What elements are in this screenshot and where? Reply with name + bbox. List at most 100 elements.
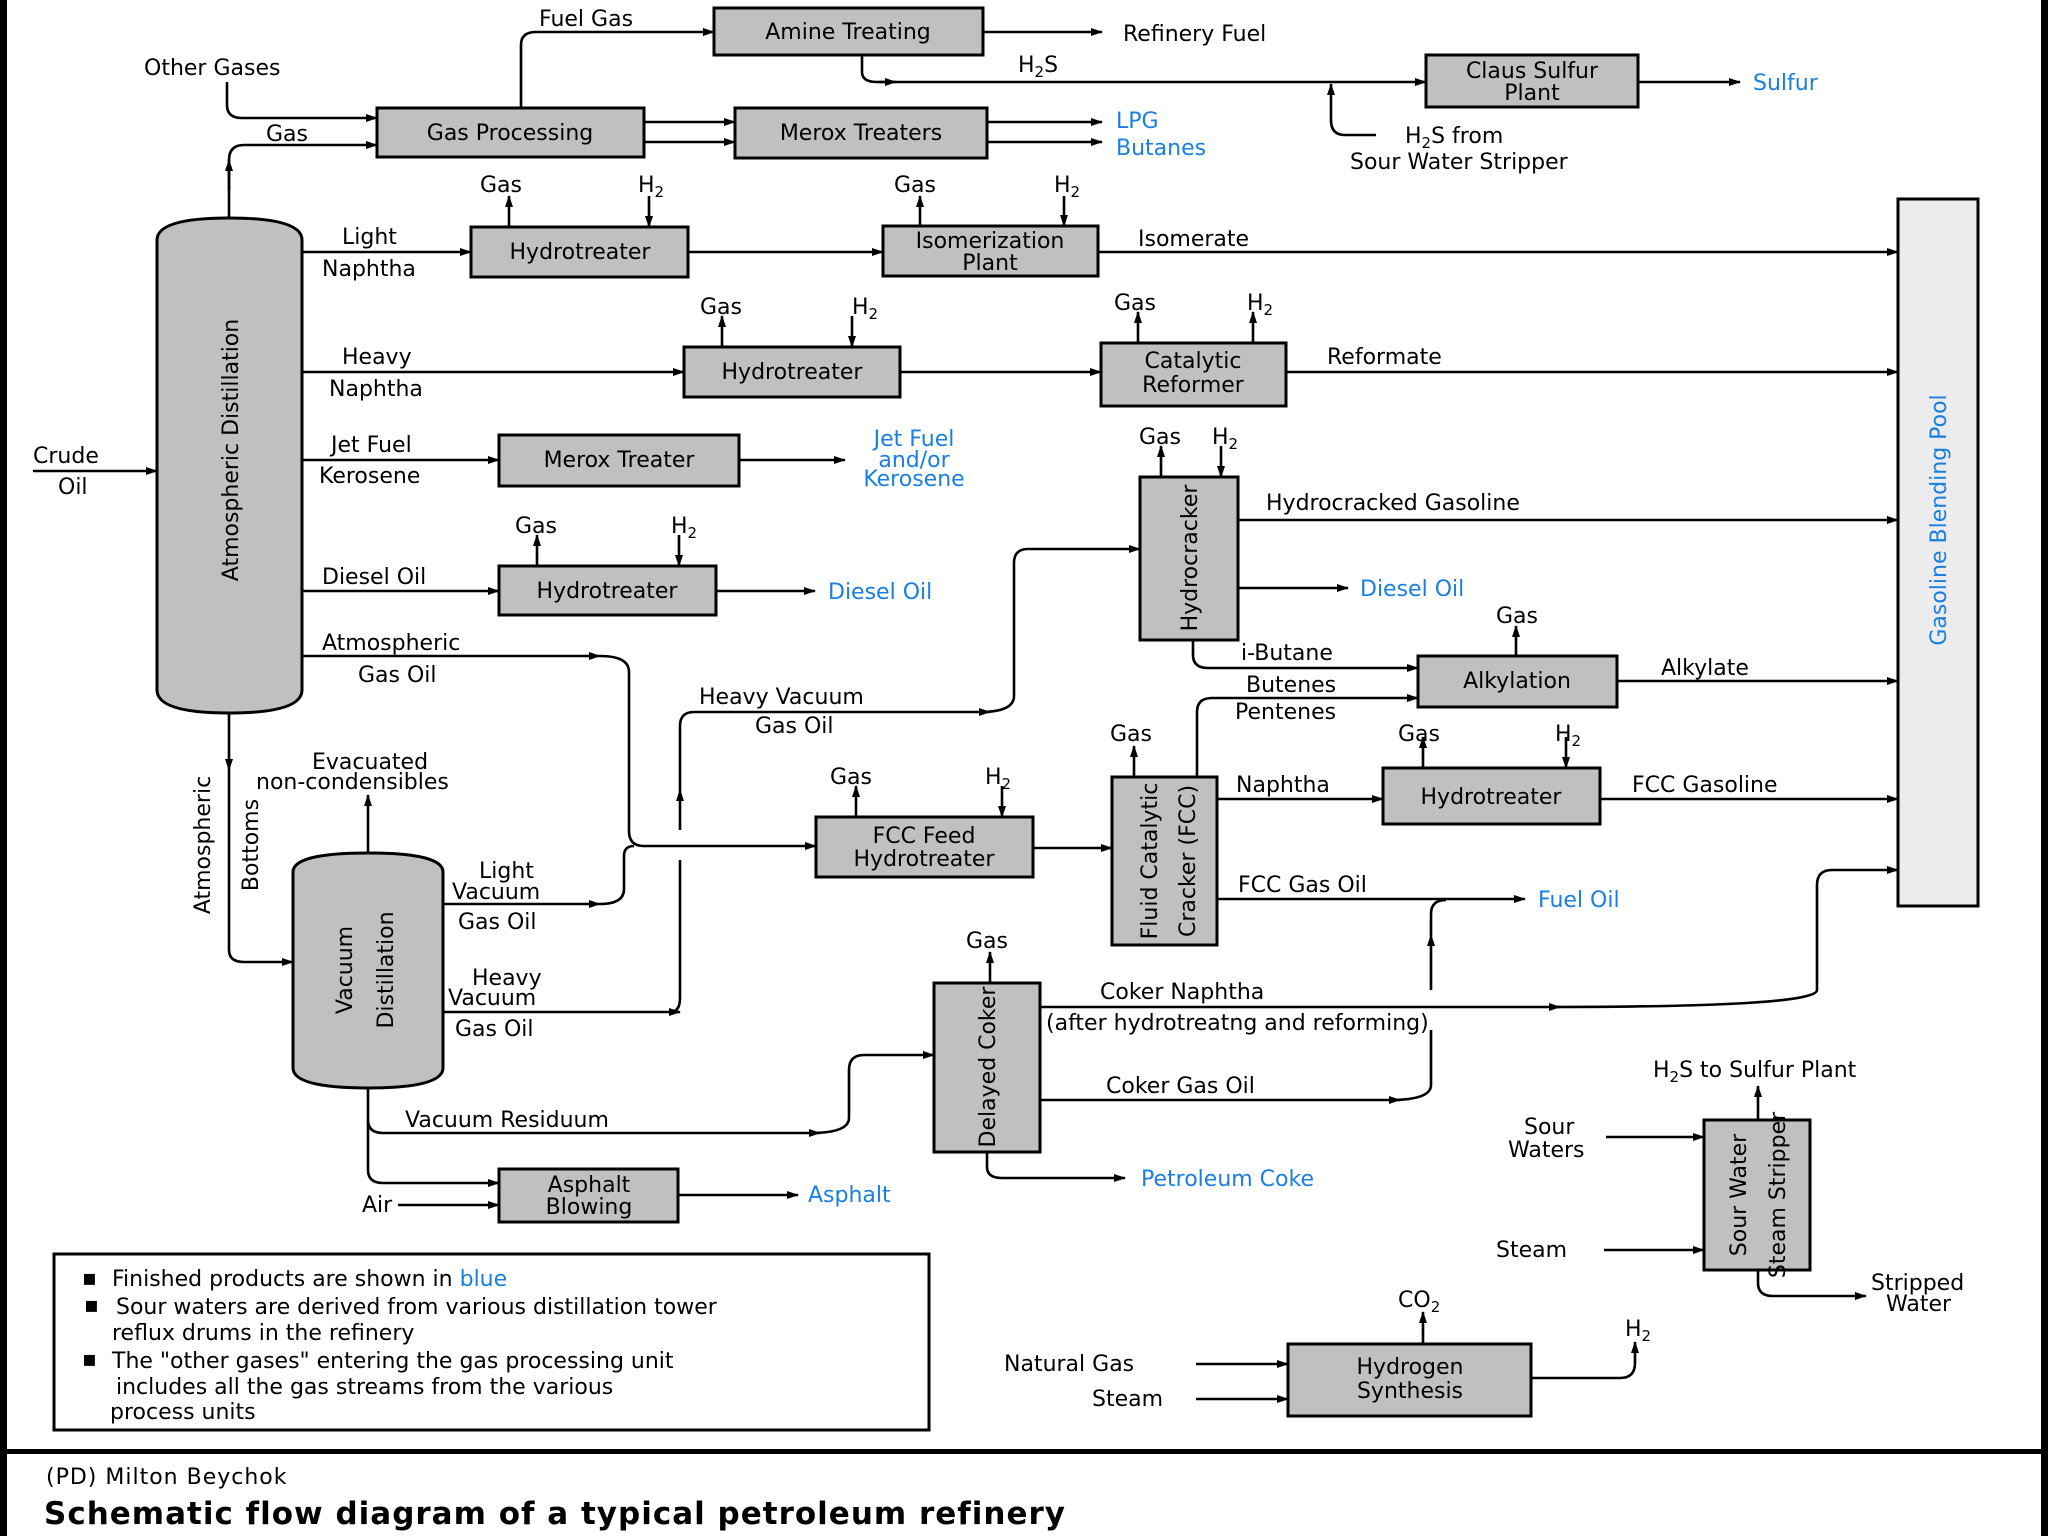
label-naphtha: Naphtha bbox=[1236, 773, 1330, 798]
label-h2: H2 bbox=[1054, 173, 1080, 201]
label-i-butane: i-Butane bbox=[1241, 641, 1333, 666]
legend-item-other-gases-cont2: process units bbox=[110, 1400, 256, 1425]
gas-processing-unit: Gas Processing bbox=[375, 106, 646, 159]
hydrocracker-label: Hydrocracker bbox=[1178, 484, 1203, 632]
label-naphtha: Naphtha bbox=[329, 377, 423, 402]
atmospheric-distillation-label: Atmospheric Distillation bbox=[219, 319, 244, 581]
legend-item-sour-waters: Sour waters are derived from various dis… bbox=[116, 1295, 718, 1320]
frame-border-left bbox=[0, 0, 7, 1536]
product-refinery-fuel: Refinery Fuel bbox=[1123, 22, 1266, 47]
label-coker-naphtha-note: (after hydrotreatng and reforming) bbox=[1046, 1011, 1429, 1036]
label-vacuum: Vacuum bbox=[448, 986, 536, 1011]
amine-treating-unit: Amine Treating bbox=[712, 6, 985, 57]
hydrotreater-light-naphtha: Hydrotreater bbox=[469, 225, 690, 279]
fcc-feed-ht-label-2: Hydrotreater bbox=[854, 847, 996, 872]
hydrogen-synthesis-label-2: Synthesis bbox=[1357, 1379, 1463, 1404]
atmospheric-distillation-column: Atmospheric Distillation bbox=[155, 216, 304, 715]
vacuum-distillation-label-2: Distillation bbox=[374, 911, 399, 1028]
isomerization-label-2: Plant bbox=[962, 251, 1018, 276]
fcc-label-1: Fluid Catalytic bbox=[1138, 783, 1163, 940]
alkylation-unit: Alkylation bbox=[1416, 654, 1619, 709]
label-co2: CO2 bbox=[1398, 1288, 1440, 1316]
gas-processing-label: Gas Processing bbox=[427, 121, 593, 146]
product-diesel-oil: Diesel Oil bbox=[828, 580, 932, 605]
fcc-label-2: Cracker (FCC) bbox=[1176, 785, 1201, 937]
credit-text: (PD) Milton Beychok bbox=[46, 1465, 287, 1490]
label-oil: Oil bbox=[58, 475, 88, 500]
asphalt-blowing-label-1: Asphalt bbox=[548, 1173, 631, 1198]
alkylation-label: Alkylation bbox=[1463, 669, 1571, 694]
label-gas: Gas bbox=[1110, 722, 1152, 747]
merox-treaters-label: Merox Treaters bbox=[780, 121, 942, 146]
label-diesel-oil: Diesel Oil bbox=[322, 565, 426, 590]
label-vacuum-residuum: Vacuum Residuum bbox=[405, 1108, 609, 1133]
label-kerosene: Kerosene bbox=[319, 464, 420, 489]
hydrotreater-label: Hydrotreater bbox=[510, 240, 652, 265]
label-gas: Gas bbox=[830, 765, 872, 790]
product-and-or: and/or bbox=[878, 448, 950, 473]
label-gas-oil: Gas Oil bbox=[358, 663, 437, 688]
label-other-gases: Other Gases bbox=[144, 56, 280, 81]
sws-label-2: Steam Stripper bbox=[1766, 1111, 1791, 1278]
isomerization-plant-unit: Isomerization Plant bbox=[881, 224, 1100, 278]
fluid-catalytic-cracker-unit: Fluid Catalytic Cracker (FCC) bbox=[1110, 775, 1219, 947]
product-diesel-oil: Diesel Oil bbox=[1360, 577, 1464, 602]
product-jet-fuel: Jet Fuel bbox=[872, 427, 955, 452]
figure-caption: Schematic flow diagram of a typical petr… bbox=[44, 1496, 1066, 1532]
claus-label-1: Claus Sulfur bbox=[1466, 59, 1599, 84]
label-reformate: Reformate bbox=[1327, 345, 1442, 370]
legend-bullet: ▪ bbox=[84, 1293, 99, 1318]
merox-treaters-unit: Merox Treaters bbox=[733, 106, 989, 160]
label-gas: Gas bbox=[266, 122, 308, 147]
legend-box: ▪ Finished products are shown in blue ▪ … bbox=[52, 1252, 931, 1432]
vacuum-distillation-label-1: Vacuum bbox=[333, 926, 358, 1014]
label-non-condensibles: non-condensibles bbox=[256, 770, 449, 795]
label-natural-gas: Natural Gas bbox=[1004, 1352, 1134, 1377]
label-air: Air bbox=[362, 1193, 393, 1218]
label-gas: Gas bbox=[1496, 604, 1538, 629]
catalytic-reformer-label-1: Catalytic bbox=[1145, 349, 1242, 374]
hydrotreater-label: Hydrotreater bbox=[537, 579, 679, 604]
label-fcc-gas-oil: FCC Gas Oil bbox=[1238, 873, 1367, 898]
label-h2s: H2S bbox=[1018, 53, 1058, 81]
label-sour-water-stripper: Sour Water Stripper bbox=[1350, 150, 1569, 175]
label-steam: Steam bbox=[1496, 1238, 1567, 1263]
label-water: Water bbox=[1886, 1292, 1952, 1317]
product-fuel-oil: Fuel Oil bbox=[1538, 888, 1620, 913]
label-sour: Sour bbox=[1524, 1115, 1575, 1140]
label-butenes: Butenes bbox=[1246, 673, 1336, 698]
hydrotreater-label: Hydrotreater bbox=[722, 360, 864, 385]
fcc-feed-ht-label-1: FCC Feed bbox=[873, 824, 976, 849]
delayed-coker-label: Delayed Coker bbox=[976, 986, 1001, 1148]
label-h2: H2 bbox=[1625, 1317, 1651, 1345]
label-coker-naphtha: Coker Naphtha bbox=[1100, 980, 1264, 1005]
hydrotreater-label: Hydrotreater bbox=[1421, 785, 1563, 810]
label-gas-oil: Gas Oil bbox=[455, 1017, 534, 1042]
vacuum-distillation-column: Vacuum Distillation bbox=[291, 851, 445, 1090]
product-kerosene: Kerosene bbox=[863, 467, 964, 492]
asphalt-blowing-label-2: Blowing bbox=[546, 1195, 633, 1220]
label-gas: Gas bbox=[480, 173, 522, 198]
label-h2: H2 bbox=[1555, 722, 1581, 750]
hydrotreater-heavy-naphtha: Hydrotreater bbox=[682, 345, 902, 399]
label-gas: Gas bbox=[1139, 425, 1181, 450]
label-heavy: Heavy bbox=[342, 345, 412, 370]
label-gas: Gas bbox=[1398, 722, 1440, 747]
product-labels: Refinery Fuel Sulfur LPG Butanes Jet Fue… bbox=[808, 22, 1819, 1208]
fcc-feed-hydrotreater-unit: FCC Feed Hydrotreater bbox=[814, 815, 1035, 879]
label-h2s-to-sulfur-plant: H2S to Sulfur Plant bbox=[1653, 1058, 1857, 1086]
product-petroleum-coke: Petroleum Coke bbox=[1141, 1167, 1314, 1192]
label-h2: H2 bbox=[985, 765, 1011, 793]
label-waters: Waters bbox=[1508, 1138, 1585, 1163]
label-stripped: Stripped bbox=[1871, 1271, 1964, 1296]
amine-treating-label: Amine Treating bbox=[765, 20, 931, 45]
label-h2: H2 bbox=[638, 173, 664, 201]
label-h2s-from: H2S from bbox=[1405, 124, 1503, 152]
frame-border-right bbox=[2041, 0, 2048, 1536]
label-gas: Gas bbox=[966, 929, 1008, 954]
sour-water-stripper-unit: Sour Water Steam Stripper bbox=[1702, 1111, 1812, 1278]
label-h2: H2 bbox=[1247, 291, 1273, 319]
delayed-coker-unit: Delayed Coker bbox=[932, 981, 1042, 1154]
label-light: Light bbox=[479, 859, 534, 884]
